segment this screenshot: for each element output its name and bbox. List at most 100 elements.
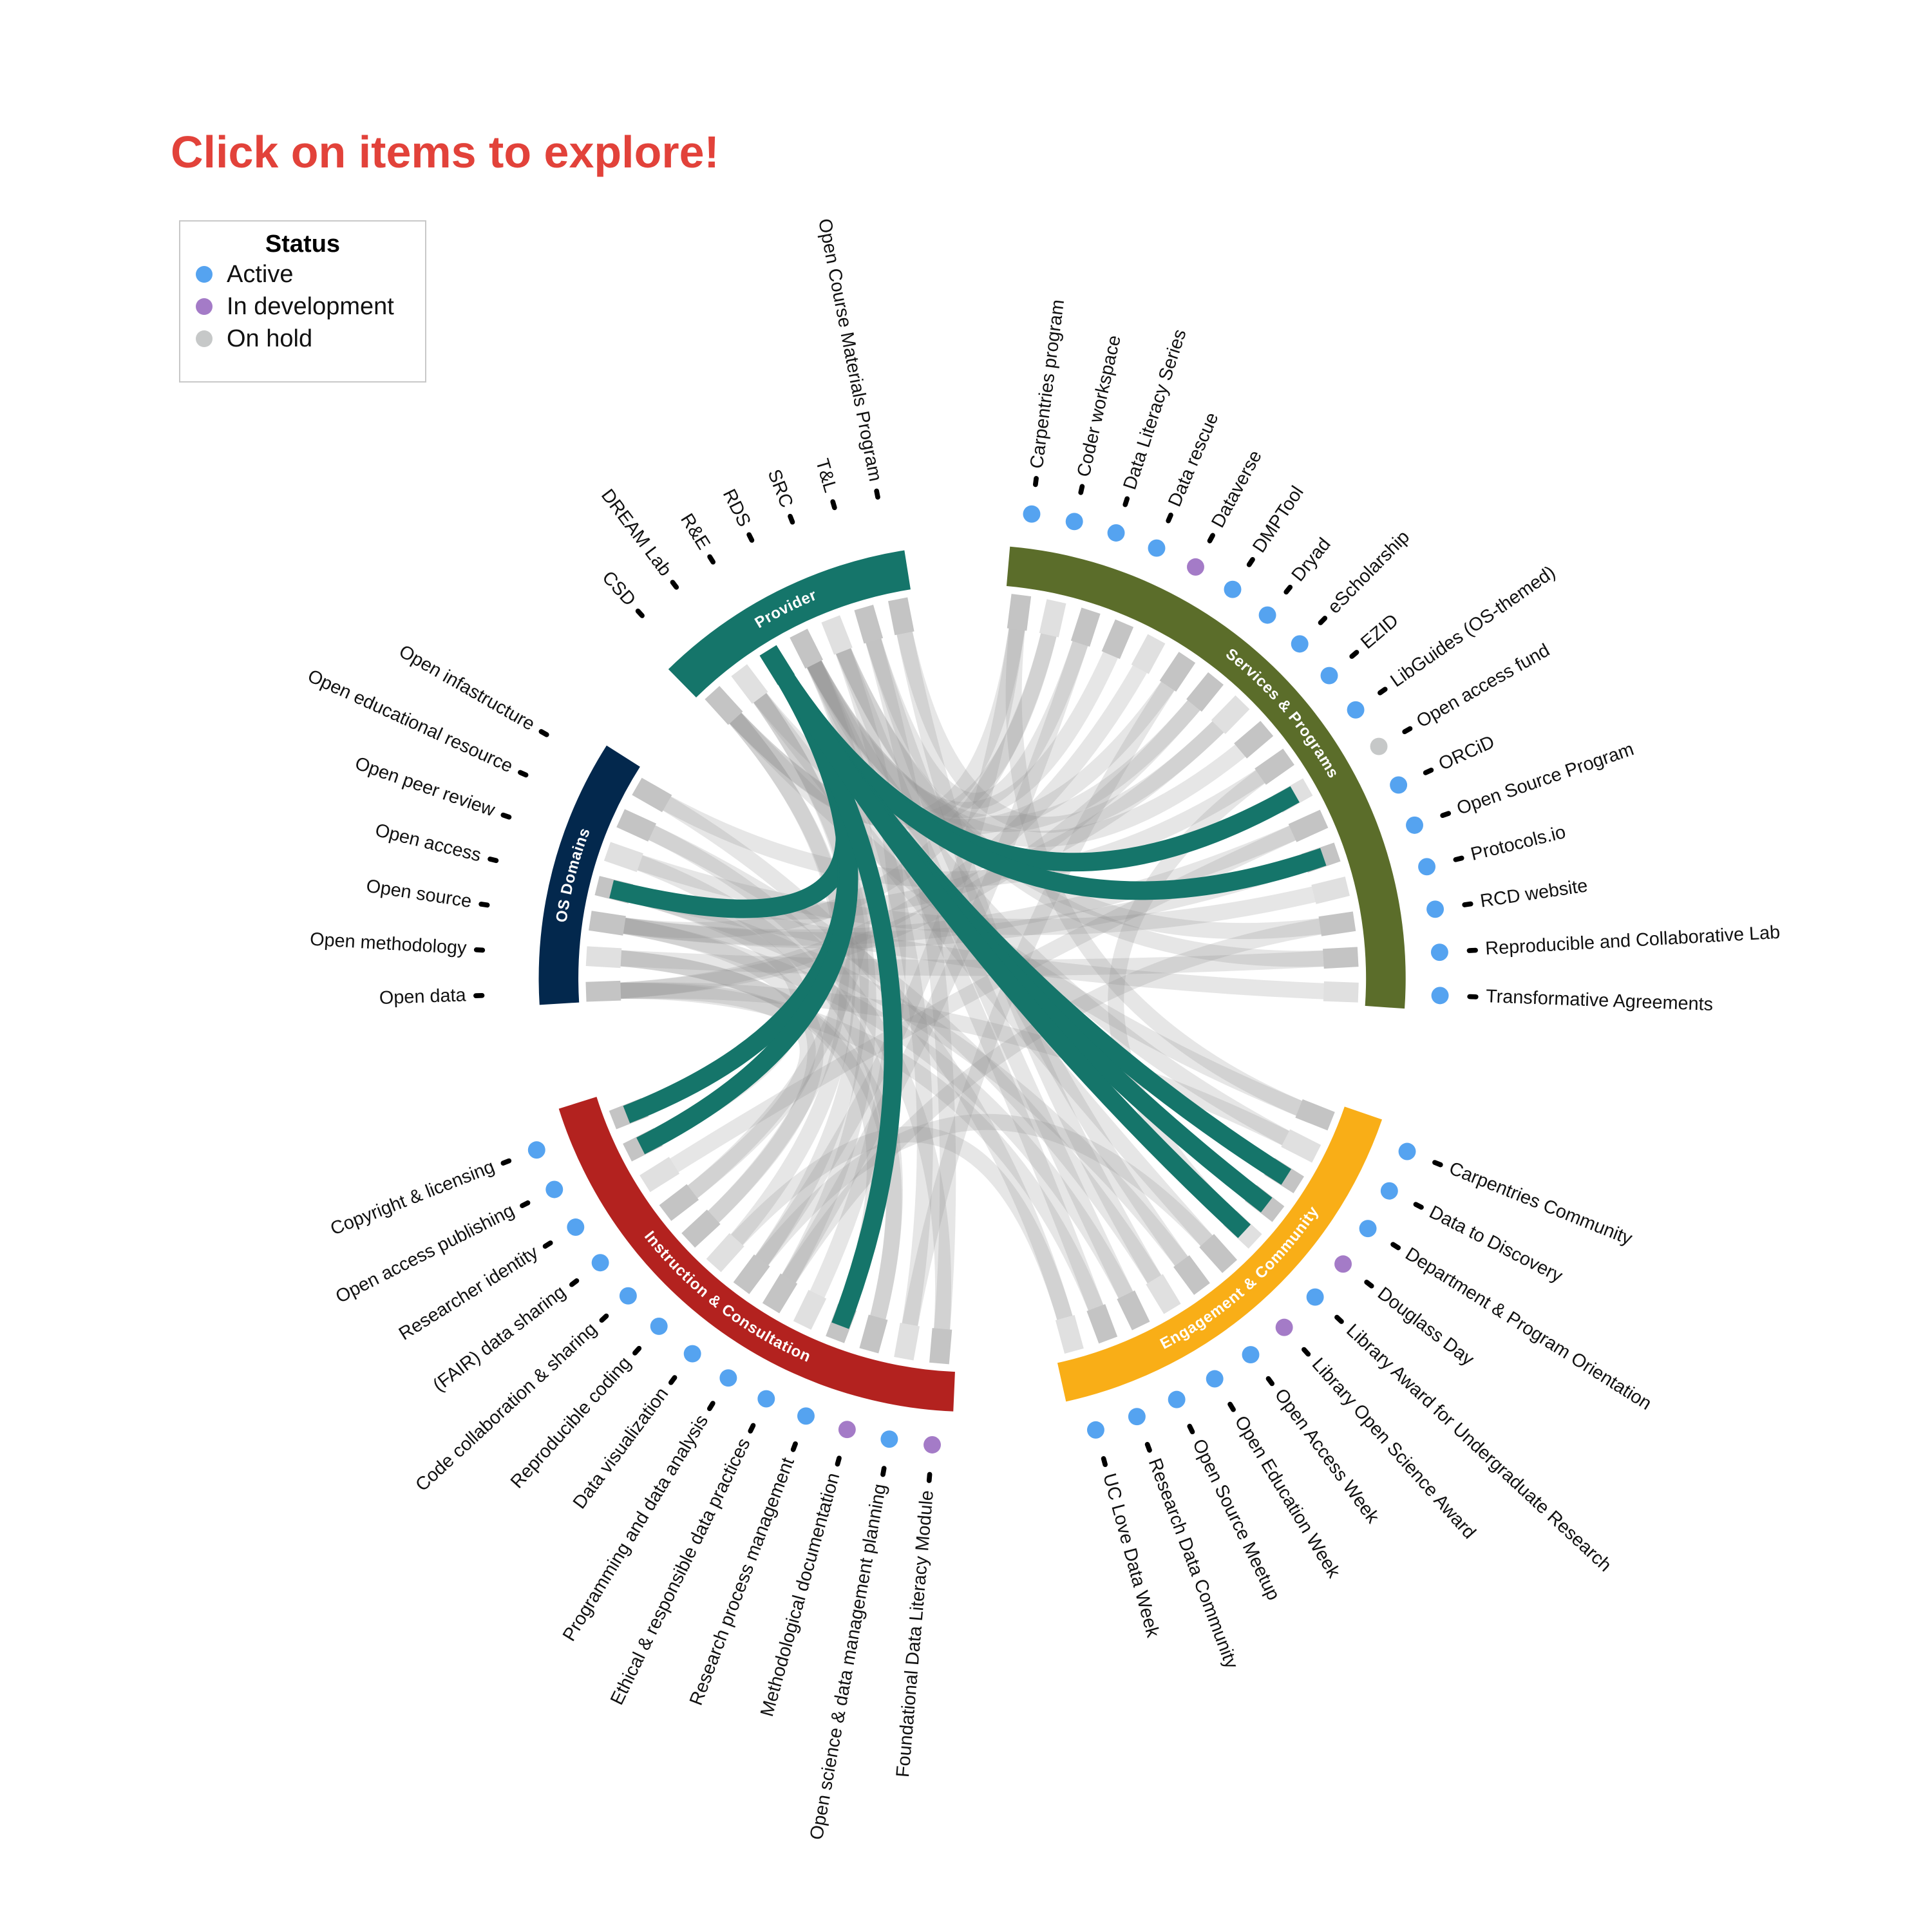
status-dot-icon[interactable] xyxy=(1275,1318,1293,1336)
chord-end[interactable] xyxy=(1318,911,1356,936)
group-band-o[interactable] xyxy=(538,745,640,1005)
chord[interactable] xyxy=(741,677,876,1300)
status-dot-icon[interactable] xyxy=(545,1180,564,1198)
item-label[interactable]: Open data xyxy=(379,985,467,1009)
chord[interactable] xyxy=(630,817,952,1350)
chord[interactable] xyxy=(1005,609,1321,1124)
status-dot-icon[interactable] xyxy=(1291,635,1309,653)
status-dot-icon[interactable] xyxy=(1431,987,1449,1005)
chord[interactable] xyxy=(798,643,1261,848)
chord[interactable] xyxy=(716,698,856,1260)
status-dot-icon[interactable] xyxy=(1306,1288,1324,1306)
status-dot-icon[interactable] xyxy=(838,1421,856,1439)
item-open-access-fund[interactable]: Open access fund xyxy=(1370,640,1553,755)
chord-end[interactable] xyxy=(706,1233,744,1273)
item-open-course-materials-program[interactable]: Open Course Materials Program xyxy=(814,217,886,500)
chord-end[interactable] xyxy=(603,842,643,873)
item-t-l[interactable]: T&L xyxy=(811,457,841,511)
item-src[interactable]: SRC xyxy=(763,466,797,525)
chord-end[interactable] xyxy=(894,1323,920,1361)
chord[interactable] xyxy=(717,1126,1078,1340)
item-label[interactable]: Open educational resource xyxy=(305,666,516,777)
chord[interactable] xyxy=(860,619,956,1350)
chord-end[interactable] xyxy=(705,686,743,725)
item-carpentries-program[interactable]: Carpentries program xyxy=(1023,298,1069,523)
chord[interactable] xyxy=(603,914,1142,1316)
group-band-e[interactable] xyxy=(1057,1106,1383,1402)
chord[interactable] xyxy=(860,619,1094,809)
item-label[interactable]: RCD website xyxy=(1479,875,1589,912)
status-dot-icon[interactable] xyxy=(567,1218,585,1236)
chord[interactable] xyxy=(798,643,933,1346)
group-band-i[interactable] xyxy=(558,1097,955,1412)
chord[interactable] xyxy=(603,614,1061,938)
status-dot-icon[interactable] xyxy=(1380,1182,1398,1200)
chord-end[interactable] xyxy=(1211,695,1250,734)
status-dot-icon[interactable] xyxy=(923,1436,941,1454)
status-dot-icon[interactable] xyxy=(1370,737,1388,755)
chord[interactable] xyxy=(653,817,1314,1183)
chord[interactable] xyxy=(645,786,1078,1340)
item-label[interactable]: EZID xyxy=(1357,610,1403,653)
status-dot-icon[interactable] xyxy=(527,1141,545,1159)
chord[interactable] xyxy=(798,634,1126,819)
item-protocols-io[interactable]: Protocols.io xyxy=(1418,822,1567,876)
group-band-s[interactable] xyxy=(1006,546,1406,1009)
status-dot-icon[interactable] xyxy=(1242,1346,1260,1364)
status-dot-icon[interactable] xyxy=(1224,580,1242,598)
chord-end[interactable] xyxy=(589,911,626,936)
item-open-educational-resource[interactable]: Open educational resource xyxy=(305,666,529,778)
chord[interactable] xyxy=(741,677,1226,1261)
chord-end[interactable] xyxy=(1101,619,1134,659)
chord-end[interactable] xyxy=(1199,1234,1238,1273)
item-label[interactable]: LibGuides (OS-themed) xyxy=(1387,562,1559,692)
status-dot-icon[interactable] xyxy=(719,1369,737,1387)
item-label[interactable]: Open Course Materials Program xyxy=(814,217,886,483)
item-foundational-data-literacy-module[interactable]: Foundational Data Literacy Module xyxy=(893,1436,941,1778)
status-dot-icon[interactable] xyxy=(1258,606,1276,624)
item-data-visualization[interactable]: Data visualization xyxy=(569,1345,701,1513)
status-dot-icon[interactable] xyxy=(1334,1255,1352,1273)
item-label[interactable]: UC Love Data Week xyxy=(1099,1471,1163,1640)
chord-end[interactable] xyxy=(731,664,768,704)
item-rcd-website[interactable]: RCD website xyxy=(1426,875,1589,918)
group-band-p[interactable] xyxy=(668,550,911,698)
chord[interactable] xyxy=(618,848,903,1339)
chord[interactable] xyxy=(798,643,1213,833)
chord-end[interactable] xyxy=(585,946,622,969)
chord[interactable] xyxy=(772,915,1341,1300)
chord[interactable] xyxy=(630,817,1172,1301)
chord-end[interactable] xyxy=(1255,748,1294,785)
status-dot-icon[interactable] xyxy=(619,1287,637,1305)
item-open-source[interactable]: Open source xyxy=(365,876,490,912)
chord-end[interactable] xyxy=(762,1273,798,1314)
chord-end[interactable] xyxy=(1295,1099,1335,1131)
item-label[interactable]: Dryad xyxy=(1287,534,1334,585)
chord[interactable] xyxy=(893,612,1238,833)
item-transformative-agreements[interactable]: Transformative Agreements xyxy=(1431,986,1714,1015)
status-dot-icon[interactable] xyxy=(1128,1408,1146,1426)
status-dot-icon[interactable] xyxy=(797,1407,815,1425)
item-coder-workspace[interactable]: Coder workspace xyxy=(1065,334,1125,531)
chord[interactable] xyxy=(694,698,850,1236)
chord[interactable] xyxy=(609,881,1200,1282)
chord-end[interactable] xyxy=(1007,594,1032,631)
status-dot-icon[interactable] xyxy=(591,1254,609,1272)
status-dot-icon[interactable] xyxy=(1430,943,1448,961)
chord-end[interactable] xyxy=(859,1314,888,1354)
status-dot-icon[interactable] xyxy=(1390,776,1408,794)
item-open-access[interactable]: Open access xyxy=(373,820,499,866)
status-dot-icon[interactable] xyxy=(1023,505,1041,523)
item-csd[interactable]: CSD xyxy=(598,567,645,618)
item-label[interactable]: ORCiD xyxy=(1435,732,1497,775)
item-label[interactable]: Open access xyxy=(373,820,483,866)
status-dot-icon[interactable] xyxy=(1168,1390,1186,1408)
chord[interactable] xyxy=(743,1113,1226,1282)
chord[interactable] xyxy=(743,609,1028,1282)
chord-end[interactable] xyxy=(1323,981,1359,1003)
chord-end[interactable] xyxy=(888,597,914,636)
chord-end[interactable] xyxy=(659,1184,699,1221)
item-r-e[interactable]: R&E xyxy=(676,510,716,565)
chord-end[interactable] xyxy=(790,629,823,669)
status-dot-icon[interactable] xyxy=(1086,1421,1104,1439)
